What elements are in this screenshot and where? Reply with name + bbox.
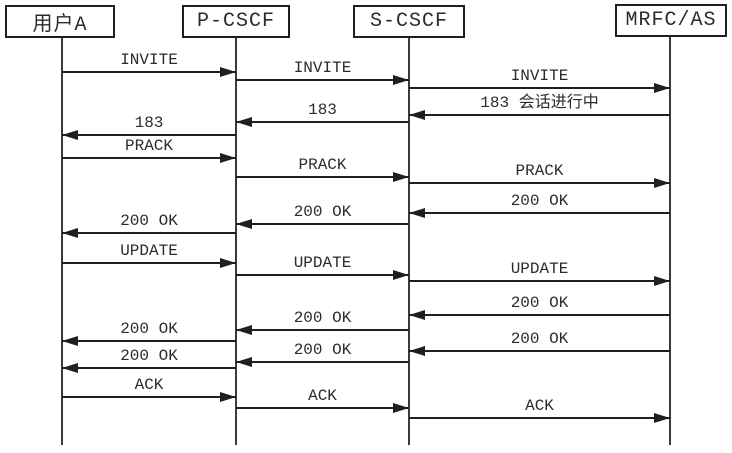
- message-line: [62, 71, 236, 73]
- message-label: PRACK: [515, 162, 564, 180]
- message-line: [409, 314, 670, 316]
- message-line: [236, 121, 409, 123]
- arrow-right-icon: [220, 258, 236, 268]
- actor-box-mrfc-as: MRFC/AS: [615, 4, 727, 37]
- arrow-right-icon: [654, 276, 670, 286]
- message-label: 183 会话进行中: [480, 94, 599, 112]
- message-line: [236, 223, 409, 225]
- message-label: 183: [134, 114, 164, 132]
- message-line: [409, 350, 670, 352]
- arrow-right-icon: [393, 172, 409, 182]
- arrow-left-icon: [62, 336, 78, 346]
- message-line: [236, 79, 409, 81]
- lifeline-p-cscf: [235, 38, 237, 445]
- message-label: 200 OK: [293, 203, 352, 221]
- message-label: 200 OK: [510, 294, 569, 312]
- message-label: ACK: [134, 376, 164, 394]
- message-line: [236, 176, 409, 178]
- message-line: [409, 417, 670, 419]
- message-line: [409, 212, 670, 214]
- arrow-left-icon: [236, 219, 252, 229]
- message-label: UPDATE: [120, 242, 178, 260]
- arrow-left-icon: [62, 130, 78, 140]
- message-line: [236, 274, 409, 276]
- actor-label: S-CSCF: [369, 10, 448, 33]
- message-label: UPDATE: [510, 260, 569, 278]
- arrow-right-icon: [654, 83, 670, 93]
- message-line: [409, 114, 670, 116]
- message-label: ACK: [525, 397, 554, 415]
- message-label: PRACK: [124, 137, 174, 155]
- message-line: [62, 340, 236, 342]
- message-label: UPDATE: [293, 254, 352, 272]
- actor-box-user-a: 用户A: [5, 5, 115, 38]
- arrow-left-icon: [62, 228, 78, 238]
- message-line: [62, 262, 236, 264]
- message-label: 200 OK: [120, 212, 178, 230]
- message-line: [62, 232, 236, 234]
- message-label: ACK: [308, 387, 337, 405]
- arrow-left-icon: [236, 325, 252, 335]
- arrow-left-icon: [409, 346, 425, 356]
- message-label: 200 OK: [120, 347, 178, 365]
- message-line: [62, 367, 236, 369]
- lifeline-mrfc-as: [669, 37, 671, 445]
- arrow-left-icon: [236, 357, 252, 367]
- message-line: [409, 280, 670, 282]
- message-line: [62, 157, 236, 159]
- arrow-left-icon: [409, 208, 425, 218]
- arrow-right-icon: [220, 67, 236, 77]
- message-label: INVITE: [120, 51, 178, 69]
- arrow-right-icon: [220, 153, 236, 163]
- arrow-left-icon: [409, 310, 425, 320]
- message-label: 200 OK: [293, 341, 352, 359]
- message-line: [236, 407, 409, 409]
- message-label: PRACK: [298, 156, 347, 174]
- message-line: [62, 134, 236, 136]
- actor-label: 用户A: [32, 13, 88, 37]
- arrow-left-icon: [62, 363, 78, 373]
- lifeline-s-cscf: [408, 38, 410, 445]
- actor-box-p-cscf: P-CSCF: [182, 5, 290, 38]
- message-line: [236, 329, 409, 331]
- arrow-right-icon: [393, 75, 409, 85]
- message-label: 183: [308, 101, 337, 119]
- arrow-right-icon: [654, 178, 670, 188]
- message-line: [409, 182, 670, 184]
- arrow-left-icon: [236, 117, 252, 127]
- message-label: 200 OK: [510, 192, 569, 210]
- message-line: [409, 87, 670, 89]
- arrow-left-icon: [409, 110, 425, 120]
- arrow-right-icon: [654, 413, 670, 423]
- arrow-right-icon: [220, 392, 236, 402]
- message-label: 200 OK: [510, 330, 569, 348]
- message-label: INVITE: [293, 59, 352, 77]
- actor-box-s-cscf: S-CSCF: [353, 5, 465, 38]
- message-label: INVITE: [510, 67, 569, 85]
- message-line: [236, 361, 409, 363]
- message-label: 200 OK: [293, 309, 352, 327]
- message-line: [62, 396, 236, 398]
- actor-label: MRFC/AS: [625, 9, 717, 32]
- arrow-right-icon: [393, 270, 409, 280]
- arrow-right-icon: [393, 403, 409, 413]
- actor-label: P-CSCF: [196, 10, 275, 33]
- lifeline-user-a: [61, 38, 63, 445]
- message-label: 200 OK: [120, 320, 178, 338]
